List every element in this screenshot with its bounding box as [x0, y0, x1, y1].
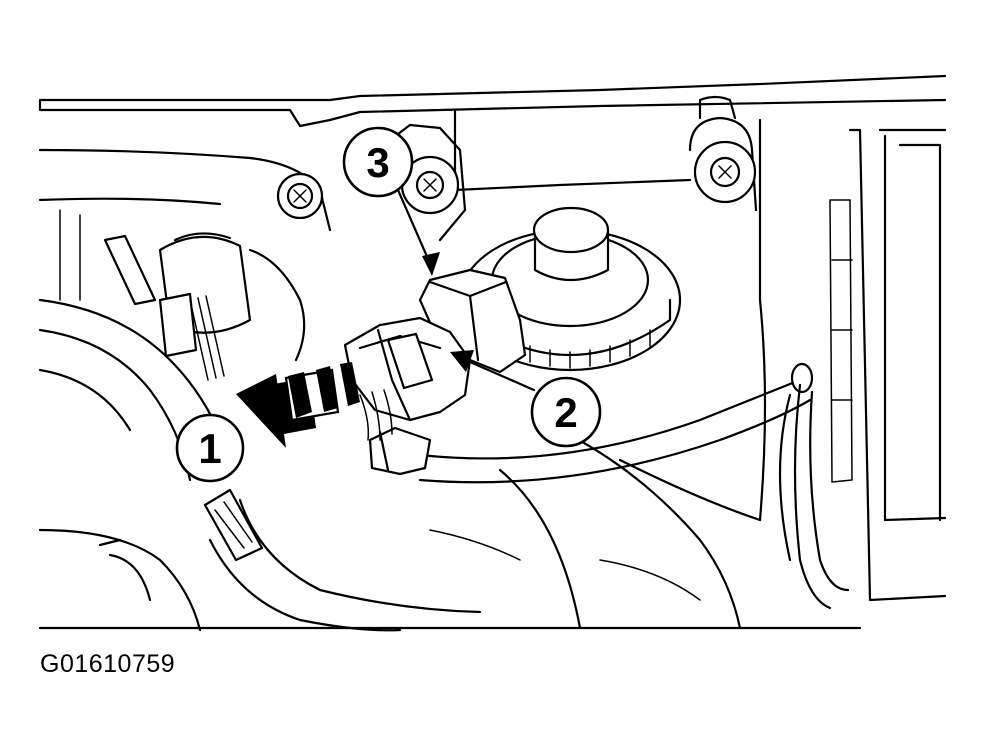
callout-1-number: 1	[198, 425, 221, 472]
callout-3-number: 3	[366, 139, 389, 186]
callout-2-number: 2	[554, 389, 577, 436]
sensor-cap	[458, 206, 682, 372]
callout-1: 1	[175, 413, 245, 483]
bolt-left	[276, 172, 324, 220]
engine-bay-outline	[38, 74, 947, 632]
callout-2: 2	[530, 376, 602, 448]
left-connector	[158, 232, 306, 562]
bolt-middle	[400, 155, 460, 215]
wiring-harness	[418, 362, 850, 610]
figure-id-label: G01610759	[40, 650, 176, 678]
callout-3: 3	[342, 126, 414, 198]
removal-direction-arrow	[236, 362, 360, 448]
main-connector	[343, 268, 527, 476]
bolt-right	[693, 140, 757, 204]
callout-pointers	[396, 188, 536, 392]
